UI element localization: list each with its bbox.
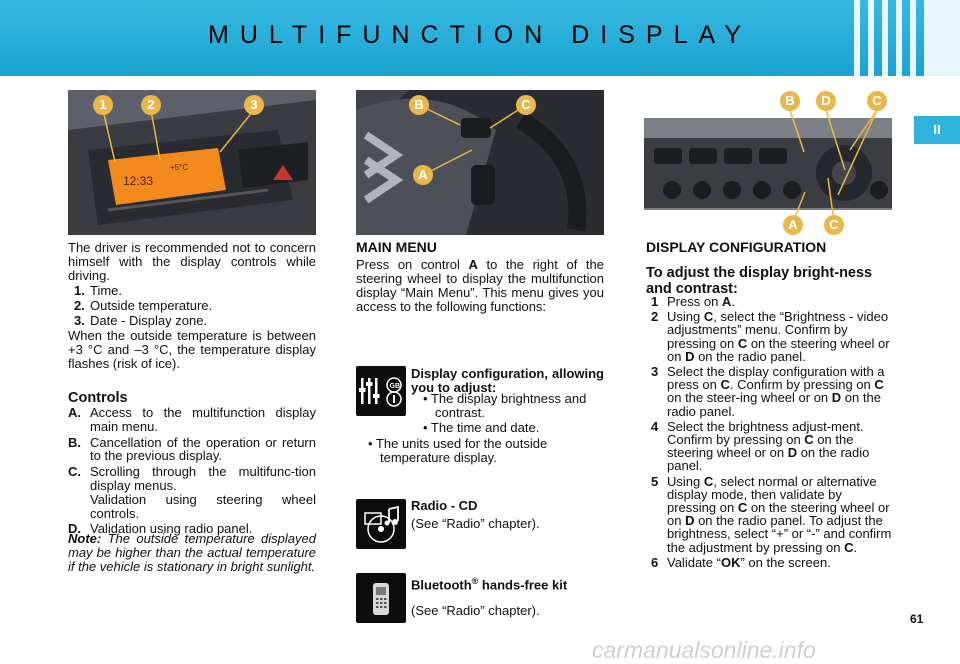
numbered-item-text: Outside temperature. <box>90 298 213 313</box>
display-config-item: • The time and date. <box>423 420 540 435</box>
radio-cd-icon <box>356 499 406 549</box>
radio-panel-photo <box>644 118 892 210</box>
numbered-item: 3. Date - Display zone. <box>68 313 316 328</box>
step-item: 2 Using C, select the “Brightness - vide… <box>651 310 894 363</box>
header-stripes <box>840 0 960 76</box>
watermark: carmanualsonline.info <box>592 637 816 663</box>
steps-list: 1 Press on A. 2 Using C, select the “Bri… <box>651 295 894 571</box>
section-tab[interactable]: II <box>914 116 960 144</box>
intro-key: A <box>468 257 478 272</box>
radio-cd-title: Radio - CD <box>411 498 478 513</box>
step-number: 6 <box>651 554 659 570</box>
control-letter: B. <box>68 434 81 450</box>
intro-text-a: Press on control <box>356 257 469 272</box>
svg-text:GB: GB <box>390 383 401 390</box>
photo-label-1: 1 <box>93 95 113 115</box>
display-configuration-heading: DISPLAY CONFIGURATION <box>646 239 827 255</box>
bluetooth-text: (See “Radio” chapter). <box>411 603 540 618</box>
numbered-item-text: Time. <box>90 283 123 298</box>
step-text: Select the display configuration with a … <box>667 364 885 419</box>
step-number: 2 <box>651 309 659 325</box>
step-text: Select the brightness adjust-ment. Confi… <box>667 418 870 474</box>
dashboard-display-photo: 12:33 +5°C <box>68 90 316 235</box>
step-item: 4 Select the brightness adjust-ment. Con… <box>651 420 894 473</box>
step-text: Using C, select normal or alternative di… <box>667 473 892 555</box>
control-letter: A. <box>68 405 81 420</box>
step-item: 3 Select the display configuration with … <box>651 365 894 418</box>
numbered-item-num: 3. <box>74 313 85 328</box>
step-item: 5 Using C, select normal or alternative … <box>651 473 894 555</box>
control-text: Scrolling through the multifunc-tion dis… <box>90 464 316 493</box>
display-config-icon: GB <box>356 366 406 416</box>
step-number: 5 <box>651 473 659 489</box>
left-intro: The driver is recommended not to concern… <box>68 240 316 283</box>
display-temp-text: +5°C <box>170 163 188 172</box>
page-number: 61 <box>910 612 924 626</box>
note-label: Note: <box>68 531 102 546</box>
control-letter: C. <box>68 464 81 480</box>
temperature-warning: When the outside temperature is between … <box>68 328 316 371</box>
steering-wheel-photo <box>356 90 604 235</box>
step-text: Using C, select the “Brightness - video … <box>667 309 890 364</box>
phone-icon <box>356 573 406 623</box>
step-item: 6 Validate “OK” on the screen. <box>651 556 894 569</box>
note-paragraph: Note: The outside temperature displayed … <box>68 532 316 574</box>
hazard-icon <box>273 165 293 180</box>
numbered-item-text: Date - Display zone. <box>90 313 208 328</box>
display-config-units: • The units used for the outside tempera… <box>368 436 548 465</box>
photo-label-d-right: D <box>816 91 836 111</box>
orange-display-screen <box>108 148 226 205</box>
numbered-list: 1. Time. 2. Outside temperature. 3. Date… <box>68 283 316 328</box>
display-config-item: • The display brightness and contrast. <box>423 391 587 420</box>
photo-label-2: 2 <box>141 95 161 115</box>
control-item: D. Validation using radio panel. <box>68 522 316 536</box>
radio-cd-text: (See “Radio” chapter). <box>411 516 540 531</box>
numbered-item: 2. Outside temperature. <box>68 298 316 313</box>
bluetooth-title-main: Bluetooth <box>411 577 472 593</box>
bluetooth-reg-mark: ® <box>471 576 479 586</box>
step-number: 3 <box>651 364 659 380</box>
intro-text-b: to the right of the steering wheel to di… <box>356 257 604 314</box>
controls-list: A. Access to the multifunction display m… <box>68 406 316 538</box>
display-time-text: 12:33 <box>123 174 153 188</box>
photo-label-c-right: C <box>867 91 887 111</box>
step-text: Validate “OK” on the screen. <box>667 554 831 570</box>
step-number: 1 <box>651 294 659 309</box>
photo-label-b-right: B <box>780 91 800 111</box>
control-item: B. Cancellation of the operation or retu… <box>68 434 316 464</box>
photo-label-c-right-bottom: C <box>824 215 844 235</box>
numbered-item-num: 2. <box>74 298 85 313</box>
photo-label-3: 3 <box>244 95 264 115</box>
photo-label-a-right: A <box>783 215 803 235</box>
step-item: 1 Press on A. <box>651 295 894 308</box>
controls-heading: Controls <box>68 390 128 406</box>
step-text: Press on A. <box>667 294 735 309</box>
numbered-item-num: 1. <box>74 283 85 298</box>
bluetooth-title: Bluetooth® hands-free kit <box>411 574 604 592</box>
bluetooth-title-rest: hands-free kit <box>478 577 568 593</box>
step-number: 4 <box>651 418 659 434</box>
main-menu-heading: MAIN MENU <box>356 239 437 255</box>
control-item: A. Access to the multifunction display m… <box>68 406 316 434</box>
control-letter: D. <box>68 521 81 537</box>
photo-label-b: B <box>409 95 429 115</box>
control-text: Validation using radio panel. <box>90 521 253 537</box>
brightness-subtitle: To adjust the display bright-ness and co… <box>646 265 873 297</box>
page-header: MULTIFUNCTION DISPLAY <box>0 0 960 76</box>
photo-label-c: C <box>516 95 536 115</box>
control-item: C. Scrolling through the multifunc-tion … <box>68 465 316 520</box>
note-text: The outside temperature displayed may be… <box>68 531 316 574</box>
control-text: Access to the multifunction display main… <box>90 405 316 434</box>
numbered-item: 1. Time. <box>68 283 316 298</box>
control-text: Cancellation of the operation or return … <box>90 434 316 464</box>
display-config-title: Display configuration, allowing you to a… <box>411 366 604 395</box>
main-menu-intro: Press on control A to the right of the s… <box>356 258 604 314</box>
control-extra-text: Validation using steering wheel controls… <box>90 491 316 521</box>
page-title: MULTIFUNCTION DISPLAY <box>208 21 752 49</box>
photo-label-a: A <box>413 165 433 185</box>
